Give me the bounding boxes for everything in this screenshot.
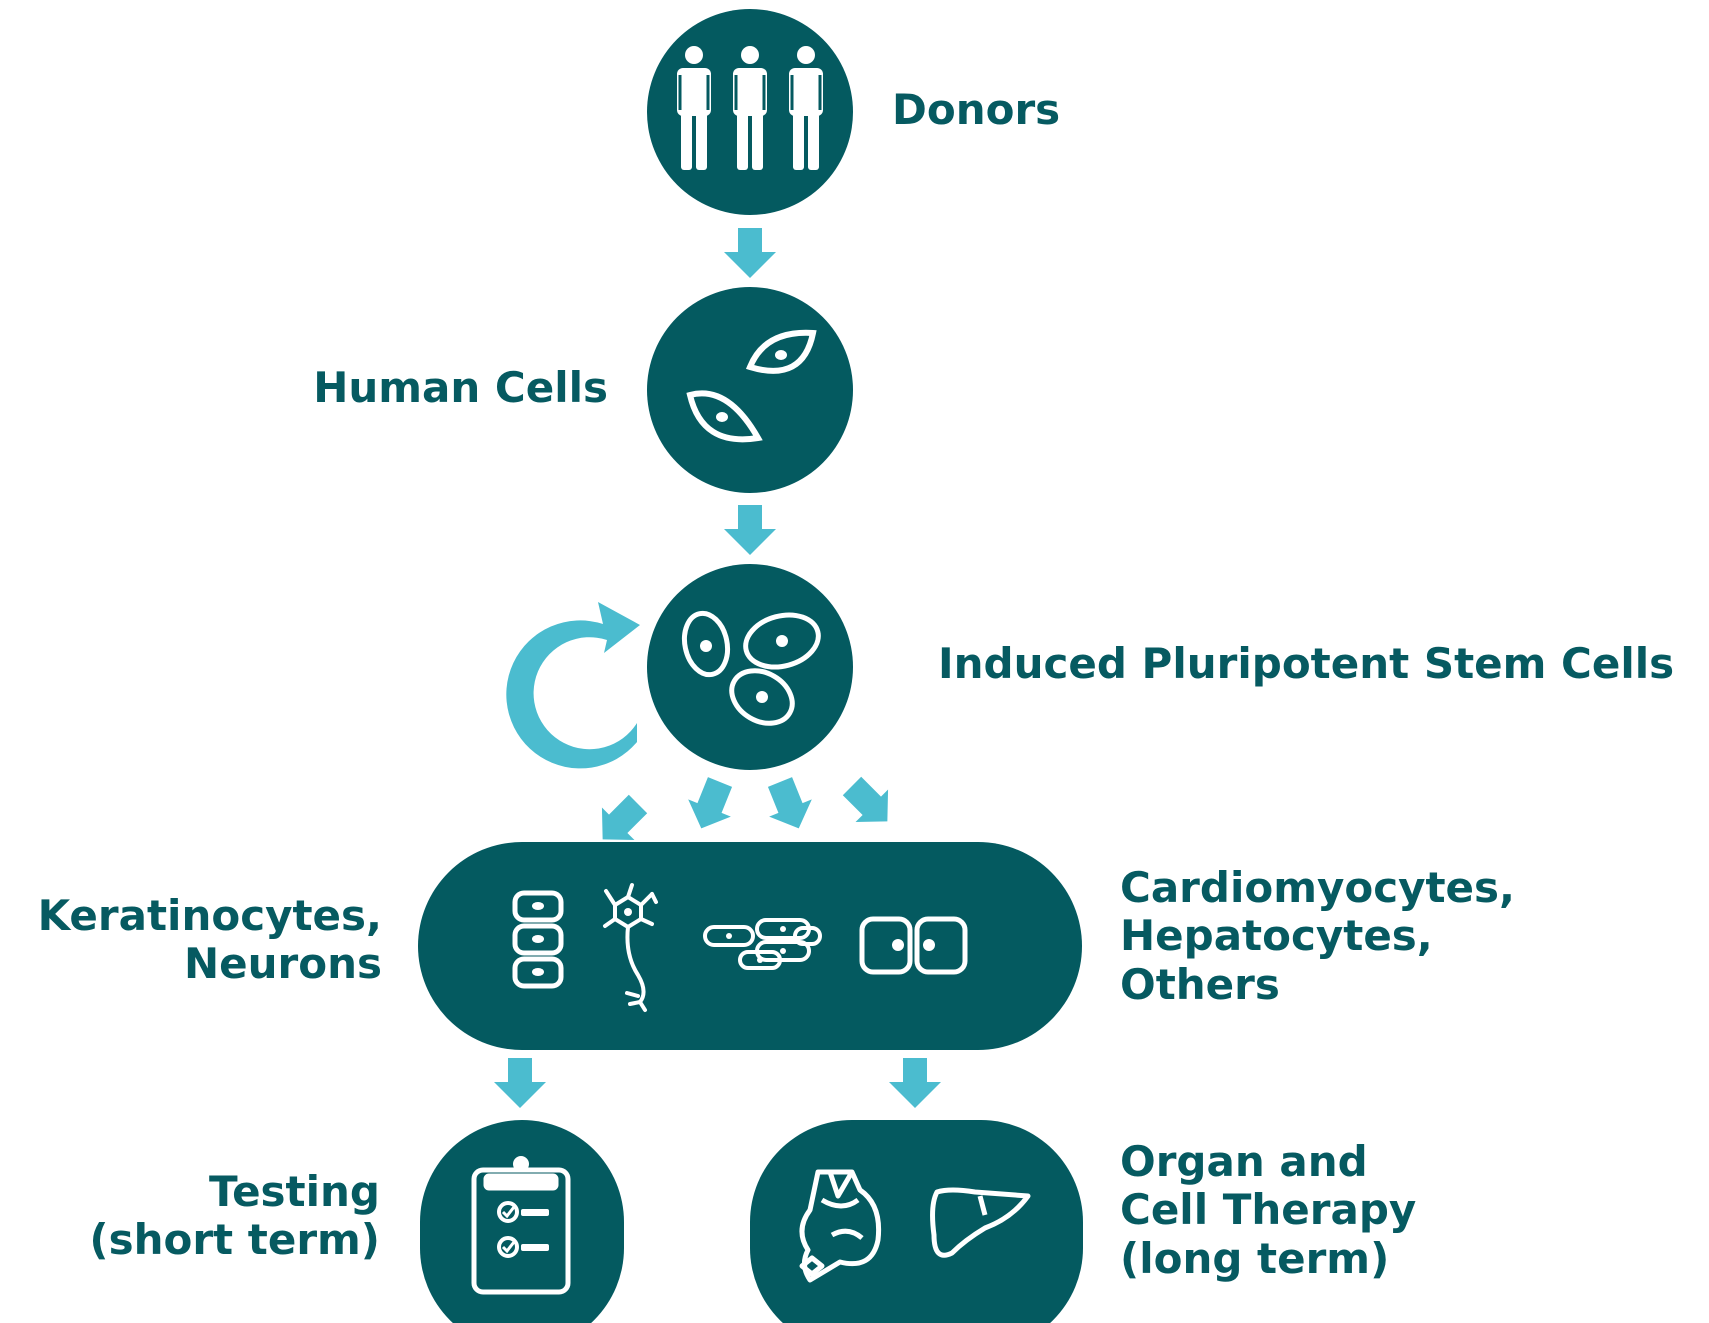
arrow-ipsc-to-cells-1: [601, 794, 648, 841]
testing-node: [420, 1120, 624, 1323]
human-cells-node: [647, 287, 853, 493]
therapy-line3-text: (long term): [1120, 1233, 1390, 1283]
cardiomyocyte-icon: [703, 918, 822, 970]
testing-label: Testing (short term): [0, 1167, 380, 1265]
differentiated-left-label: Keratinocytes, Neurons: [0, 891, 382, 989]
hepatocytes-text: Hepatocytes,: [1120, 911, 1433, 961]
neuron-icon: [603, 883, 658, 1012]
keratinocyte-icon: [512, 890, 564, 989]
arrow-human-cells-to-ipsc: [724, 505, 776, 555]
stem-cells-icon: [681, 610, 821, 726]
testing-subtitle-text: (short term): [89, 1215, 380, 1265]
hepatocyte-icon: [859, 916, 968, 975]
ipsc-label: Induced Pluripotent Stem Cells: [938, 639, 1675, 688]
human-cells-label: Human Cells: [313, 363, 608, 412]
testing-title-text: Testing: [209, 1167, 380, 1216]
therapy-node: [750, 1120, 1083, 1323]
arrow-cells-to-therapy: [889, 1058, 941, 1108]
people-icon: [677, 46, 823, 170]
donors-label: Donors: [892, 85, 1061, 134]
others-text: Others: [1120, 959, 1280, 1009]
self-renewal-arrow: [506, 602, 640, 769]
liver-icon: [930, 1187, 1031, 1258]
arrow-ipsc-to-cells-2: [688, 777, 733, 829]
therapy-line1-text: Organ and: [1120, 1137, 1368, 1186]
cardiomyocytes-text: Cardiomyocytes,: [1120, 863, 1515, 912]
fibroblast-cells-icon: [686, 329, 817, 443]
neurons-text: Neurons: [183, 939, 382, 989]
differentiated-right-label: Cardiomyocytes, Hepatocytes, Others: [1120, 863, 1515, 1009]
therapy-line2-text: Cell Therapy: [1120, 1185, 1417, 1235]
therapy-label: Organ and Cell Therapy (long term): [1120, 1137, 1417, 1283]
keratinocytes-text: Keratinocytes,: [37, 891, 382, 940]
arrow-ipsc-to-cells-3: [767, 777, 812, 829]
differentiated-cells-node: [418, 842, 1082, 1050]
arrow-cells-to-testing: [494, 1058, 546, 1108]
ipsc-node: [647, 564, 853, 770]
arrow-ipsc-to-cells-4: [842, 776, 889, 823]
heart-icon: [799, 1169, 882, 1283]
arrow-donors-to-human-cells: [724, 228, 776, 278]
